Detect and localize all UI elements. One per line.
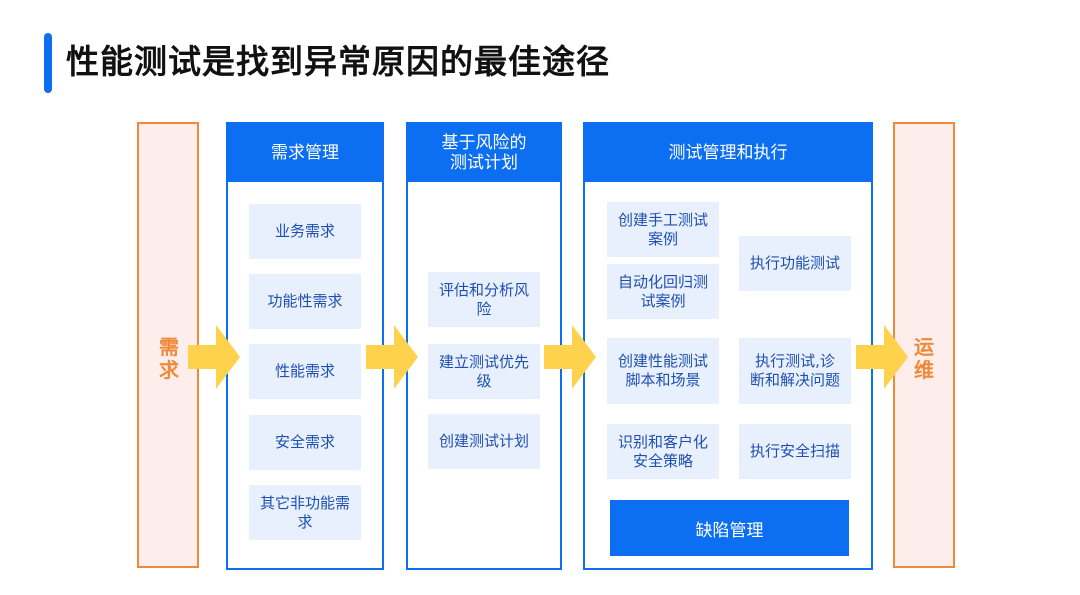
test-management-execution-column: 测试管理和执行 创建手工测试案例 自动化回归测试案例 创建性能测试脚本和场景 识… — [583, 122, 873, 570]
list-item: 评估和分析风险 — [428, 272, 540, 327]
flow-arrow-icon — [188, 325, 240, 389]
list-item: 性能需求 — [249, 344, 361, 399]
page-title: 性能测试是找到异常原因的最佳途径 — [66, 42, 610, 81]
list-item: 识别和客户化安全策略 — [607, 424, 719, 479]
column-header: 需求管理 — [228, 124, 382, 182]
requirements-management-column: 需求管理 业务需求 功能性需求 性能需求 安全需求 其它非功能需求 — [226, 122, 384, 570]
column-header: 测试管理和执行 — [585, 124, 871, 182]
list-item: 其它非功能需求 — [249, 485, 361, 540]
defect-management-box: 缺陷管理 — [610, 500, 849, 556]
title-accent-bar — [44, 33, 52, 93]
column-header: 基于风险的测试计划 — [408, 124, 560, 182]
flow-arrow-icon — [366, 325, 418, 389]
flow-arrow-icon — [544, 325, 596, 389]
list-item: 自动化回归测试案例 — [607, 264, 719, 319]
list-item: 业务需求 — [249, 204, 361, 259]
list-item: 功能性需求 — [249, 274, 361, 329]
list-item: 创建手工测试案例 — [607, 202, 719, 257]
list-item: 创建测试计划 — [428, 414, 540, 469]
risk-based-test-plan-column: 基于风险的测试计划 评估和分析风险 建立测试优先级 创建测试计划 — [406, 122, 562, 570]
list-item: 安全需求 — [249, 415, 361, 470]
requirements-side-label: 需求 — [159, 335, 179, 382]
operations-side-label: 运维 — [914, 335, 934, 382]
list-item: 执行功能测试 — [739, 236, 851, 291]
list-item: 执行安全扫描 — [739, 424, 851, 479]
list-item: 建立测试优先级 — [428, 344, 540, 399]
list-item: 执行测试,诊断和解决问题 — [739, 338, 851, 404]
list-item: 创建性能测试脚本和场景 — [607, 338, 719, 404]
flow-arrow-icon — [856, 325, 908, 389]
